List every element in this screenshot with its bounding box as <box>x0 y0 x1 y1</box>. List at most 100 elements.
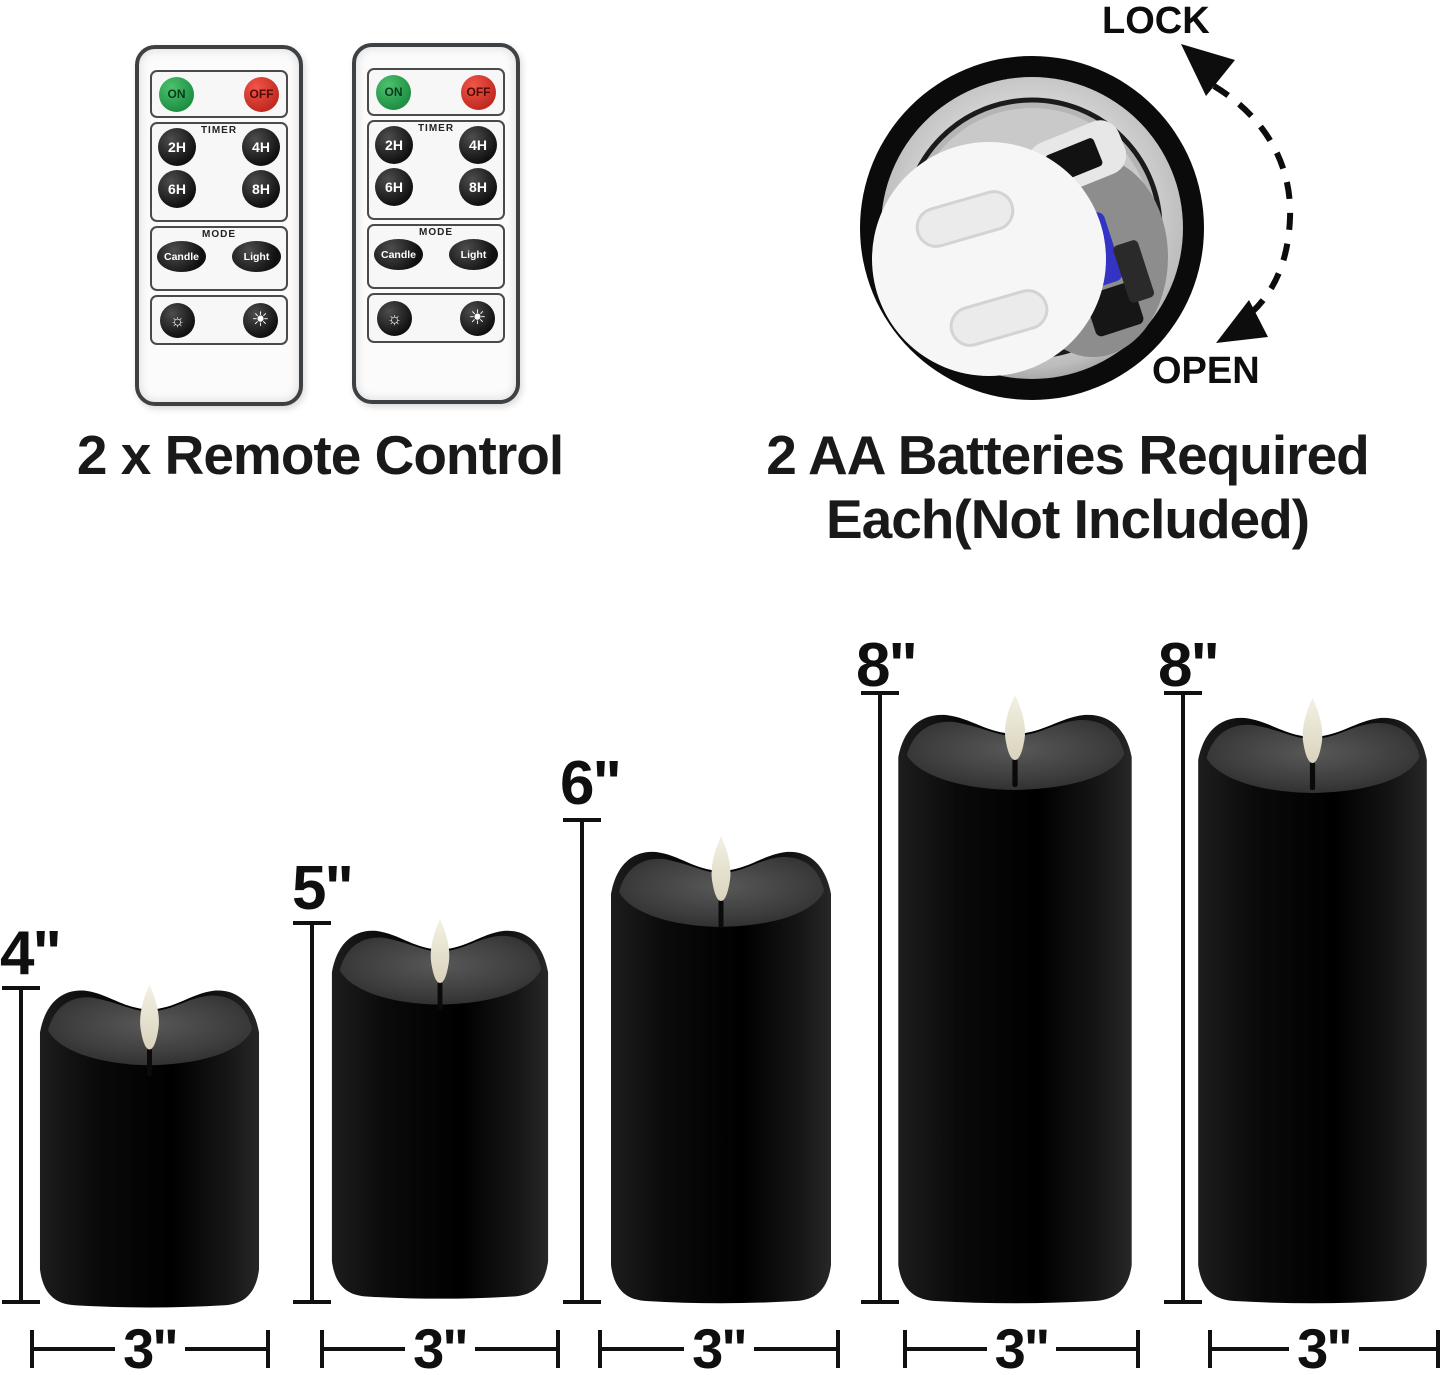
timer-title: TIMER <box>200 125 238 136</box>
candle-mode-button: Candle <box>374 239 423 270</box>
on-button-label: ON <box>384 85 403 99</box>
dim-button: ☼ <box>160 302 195 338</box>
candle-4-width-dimension-line: 3" <box>903 1317 1141 1375</box>
bright-sun-icon: ☀ <box>468 307 487 329</box>
light-mode-label: Light <box>460 248 487 261</box>
timer-8h-label: 8H <box>469 179 487 195</box>
mode-title: MODE <box>202 229 236 240</box>
candle-mode-button: Candle <box>157 241 206 272</box>
light-mode-label: Light <box>243 250 270 263</box>
candle-3-height-label: 6" <box>560 749 622 818</box>
timer-6h-label: 6H <box>385 179 403 195</box>
candle-3 <box>611 836 831 1304</box>
on-off-panel: ON OFF <box>150 70 288 118</box>
candle-5-width-dimension-line: 3" <box>1208 1317 1441 1375</box>
brightness-panel: ☼ ☀ <box>150 295 288 345</box>
off-button: OFF <box>461 74 496 110</box>
timer-panel: TIMER 2H 4H 6H 8H <box>367 120 505 220</box>
candle-mode-label: Candle <box>163 250 199 263</box>
lock-open-rotation-arrow <box>1181 44 1294 343</box>
dim-sun-icon: ☼ <box>386 308 403 328</box>
on-button: ON <box>376 74 411 110</box>
remote-caption: 2 x Remote Control <box>76 424 564 486</box>
open-arrowhead-icon <box>1216 300 1268 343</box>
timer-2h-label: 2H <box>168 139 186 155</box>
timer-6h-label: 6H <box>168 181 186 197</box>
candle-2-height-label: 5" <box>292 854 354 923</box>
candle-1-height-dimension-line <box>2 986 40 1304</box>
candle-3-width-label: 3" <box>692 1317 748 1375</box>
wick <box>437 982 443 1010</box>
remote-control-1: ON OFF TIMER 2H 4H 6H 8H MODE Candle Lig… <box>135 45 303 406</box>
candle-2-width-dimension-line: 3" <box>320 1317 561 1375</box>
candle-5-height-label: 8" <box>1158 631 1220 700</box>
timer-2h-button: 2H <box>375 126 413 164</box>
on-button-label: ON <box>167 87 186 101</box>
remote-panel-area: ON OFF TIMER 2H 4H 6H 8H MODE Candle Lig… <box>367 68 505 347</box>
dim-button: ☼ <box>377 300 412 336</box>
mode-panel: MODE Candle Light <box>150 226 288 291</box>
flame <box>711 836 731 928</box>
candle-4 <box>898 695 1132 1304</box>
brightness-panel: ☼ ☀ <box>367 293 505 343</box>
timer-panel: TIMER 2H 4H 6H 8H <box>150 122 288 222</box>
timer-8h-button: 8H <box>459 168 497 206</box>
timer-4h-label: 4H <box>469 137 487 153</box>
candle-5-width-label: 3" <box>1297 1317 1353 1375</box>
flame <box>1302 698 1323 790</box>
on-off-panel: ON OFF <box>367 68 505 116</box>
battery-cover <box>872 142 1106 376</box>
timer-4h-button: 4H <box>459 126 497 164</box>
lock-arrowhead-icon <box>1181 44 1235 96</box>
on-button: ON <box>159 76 194 112</box>
remote-panel-area: ON OFF TIMER 2H 4H 6H 8H MODE Candle Lig… <box>150 70 288 349</box>
timer-8h-label: 8H <box>252 181 270 197</box>
off-button: OFF <box>244 76 279 112</box>
candle-4-height-label: 8" <box>856 631 918 700</box>
wick <box>718 900 724 928</box>
candle-1 <box>39 984 260 1308</box>
light-mode-button: Light <box>449 239 498 270</box>
timer-2h-label: 2H <box>385 137 403 153</box>
candle-2-width-label: 3" <box>413 1317 469 1375</box>
bright-sun-icon: ☀ <box>251 309 270 331</box>
light-mode-button: Light <box>232 241 281 272</box>
candle-1-height-label: 4" <box>0 919 62 988</box>
timer-8h-button: 8H <box>242 170 280 208</box>
flame <box>430 919 450 1010</box>
flame <box>140 984 159 1077</box>
off-button-label: OFF <box>249 87 274 101</box>
wick <box>147 1048 152 1077</box>
candle-mode-label: Candle <box>380 248 416 261</box>
candle-4-width-label: 3" <box>994 1317 1051 1375</box>
timer-title: TIMER <box>417 123 455 134</box>
wick <box>1012 759 1018 787</box>
battery-caption-line1: 2 AA Batteries Required <box>766 424 1370 486</box>
battery-caption: 2 AA Batteries Required Each(Not Include… <box>710 424 1425 552</box>
candle-2-height-dimension-line <box>293 921 331 1304</box>
candle-5-height-dimension-line <box>1164 691 1202 1304</box>
mode-title: MODE <box>419 227 453 238</box>
candle-1-width-dimension-line: 3" <box>30 1317 271 1375</box>
candle-2 <box>331 919 549 1299</box>
mode-panel: MODE Candle Light <box>367 224 505 289</box>
wick <box>1309 762 1316 790</box>
candle-4-height-dimension-line <box>861 691 899 1304</box>
timer-4h-label: 4H <box>252 139 270 155</box>
candle-3-height-dimension-line <box>563 818 601 1304</box>
timer-6h-button: 6H <box>375 168 413 206</box>
timer-4h-button: 4H <box>242 128 280 166</box>
candle-3-width-dimension-line: 3" <box>598 1317 841 1375</box>
off-button-label: OFF <box>466 85 491 99</box>
open-label: OPEN <box>1152 350 1260 392</box>
battery-caption-line2: Each(Not Included) <box>825 487 1310 550</box>
flame <box>1004 695 1026 787</box>
dim-sun-icon: ☼ <box>169 310 186 330</box>
lock-label: LOCK <box>1102 0 1210 42</box>
candle-5 <box>1198 698 1427 1304</box>
battery-compartment-photo <box>860 56 1204 400</box>
timer-2h-button: 2H <box>158 128 196 166</box>
timer-6h-button: 6H <box>158 170 196 208</box>
candle-1-width-label: 3" <box>123 1317 179 1375</box>
